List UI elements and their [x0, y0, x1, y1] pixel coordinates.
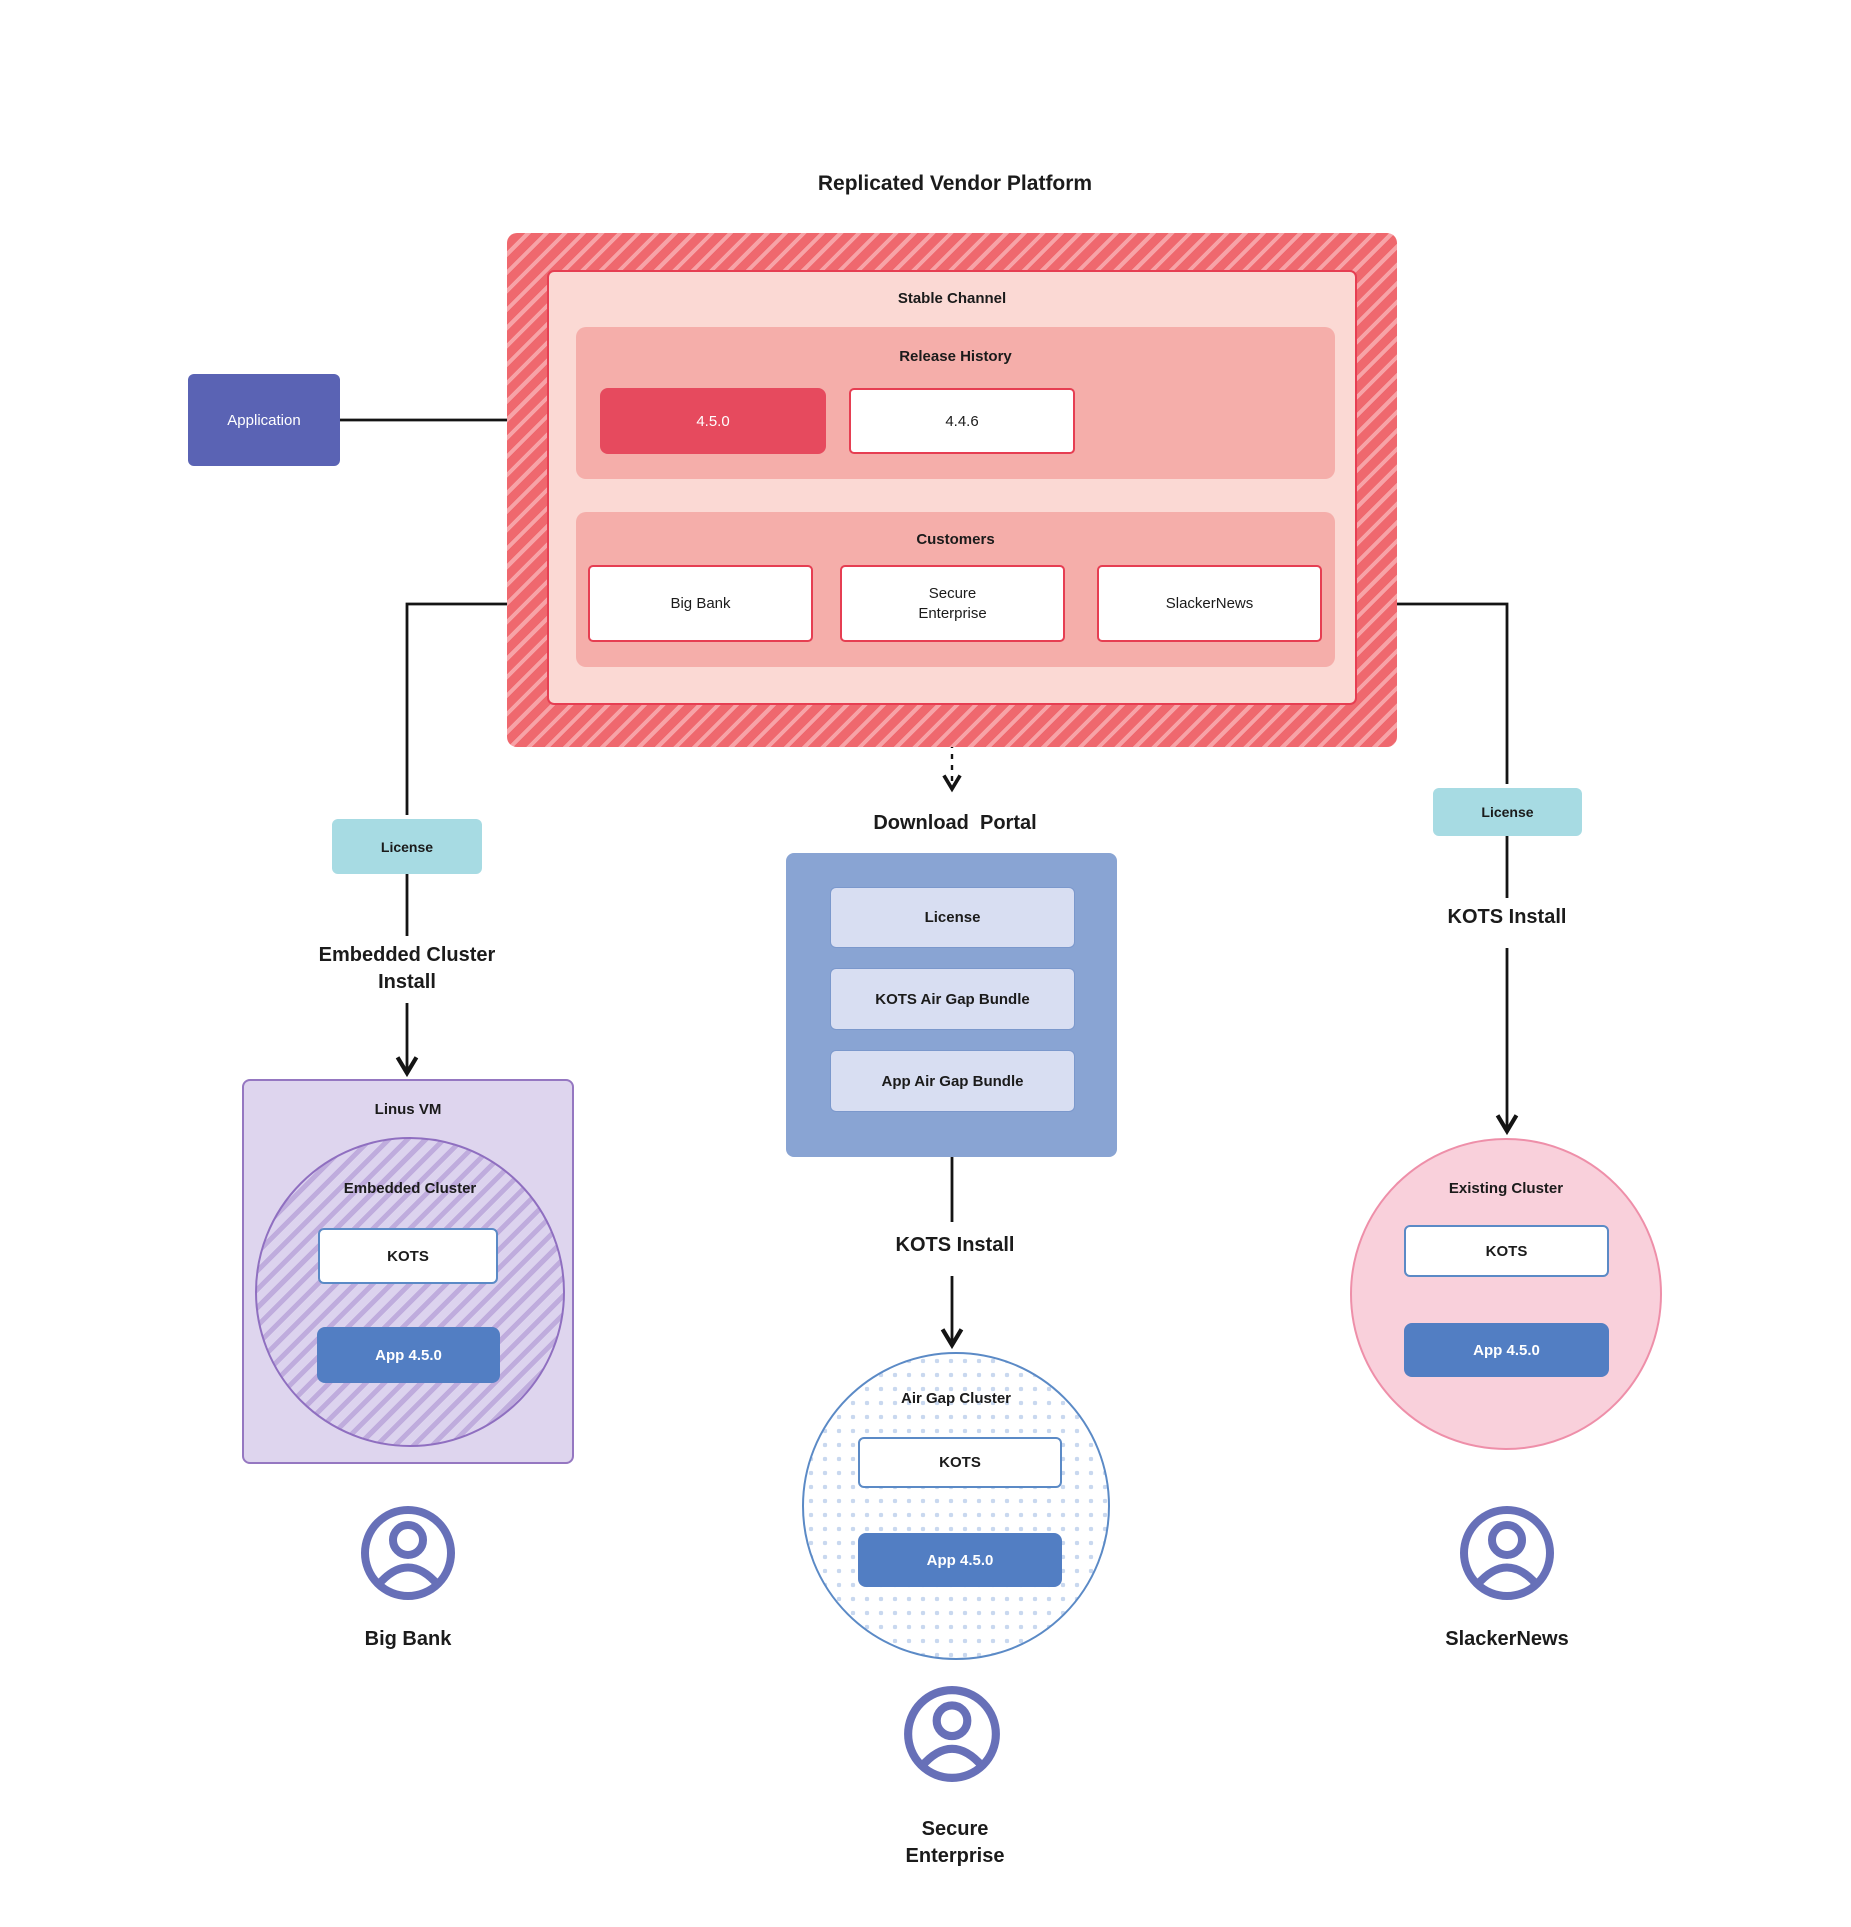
customers-label: Customers — [916, 531, 995, 548]
license-chip-right: License — [1433, 788, 1582, 836]
customer-slackernews: SlackerNews — [1097, 565, 1322, 642]
linus-vm-label: Linus VM — [374, 1101, 442, 1118]
app-box-left: App 4.5.0 — [317, 1327, 500, 1383]
license-chip-left: License — [332, 819, 482, 874]
download-portal-title: Download Portal — [873, 812, 1037, 834]
portal-item-license: License — [830, 887, 1075, 948]
big-bank-persona-label: Big Bank — [364, 1628, 452, 1650]
air-gap-cluster-circle — [802, 1352, 1110, 1660]
customer-secure-enterprise: Secure Enterprise — [840, 565, 1065, 642]
release-history-label: Release History — [899, 348, 1012, 365]
app-box-right: App 4.5.0 — [1404, 1323, 1609, 1377]
air-gap-cluster-label: Air Gap Cluster — [900, 1390, 1012, 1407]
existing-cluster-label: Existing Cluster — [1448, 1180, 1564, 1197]
embedded-cluster-install-label: Embedded Cluster Install — [318, 944, 496, 993]
secure-enterprise-user-icon — [901, 1683, 1003, 1785]
embedded-cluster-circle — [255, 1137, 565, 1447]
kots-box-middle: KOTS — [858, 1437, 1062, 1488]
existing-cluster-circle — [1350, 1138, 1662, 1450]
embedded-cluster-label: Embedded Cluster — [343, 1180, 477, 1197]
kots-install-label-middle: KOTS Install — [895, 1234, 1015, 1256]
page-title: Replicated Vendor Platform — [817, 172, 1093, 195]
kots-box-left: KOTS — [318, 1228, 498, 1284]
release-4-5-0: 4.5.0 — [600, 388, 826, 454]
stable-channel-label: Stable Channel — [897, 290, 1007, 307]
application-box: Application — [188, 374, 340, 466]
slackernews-user-icon — [1457, 1503, 1557, 1603]
app-box-middle: App 4.5.0 — [858, 1533, 1062, 1587]
kots-box-right: KOTS — [1404, 1225, 1609, 1277]
slackernews-persona-label: SlackerNews — [1445, 1628, 1569, 1650]
kots-install-label-right: KOTS Install — [1447, 906, 1567, 928]
release-4-4-6: 4.4.6 — [849, 388, 1075, 454]
portal-item-kots-airgap-bundle: KOTS Air Gap Bundle — [830, 968, 1075, 1030]
secure-enterprise-persona-label: Secure Enterprise — [905, 1818, 1005, 1867]
customer-big-bank: Big Bank — [588, 565, 813, 642]
big-bank-user-icon — [358, 1503, 458, 1603]
portal-item-app-airgap-bundle: App Air Gap Bundle — [830, 1050, 1075, 1112]
